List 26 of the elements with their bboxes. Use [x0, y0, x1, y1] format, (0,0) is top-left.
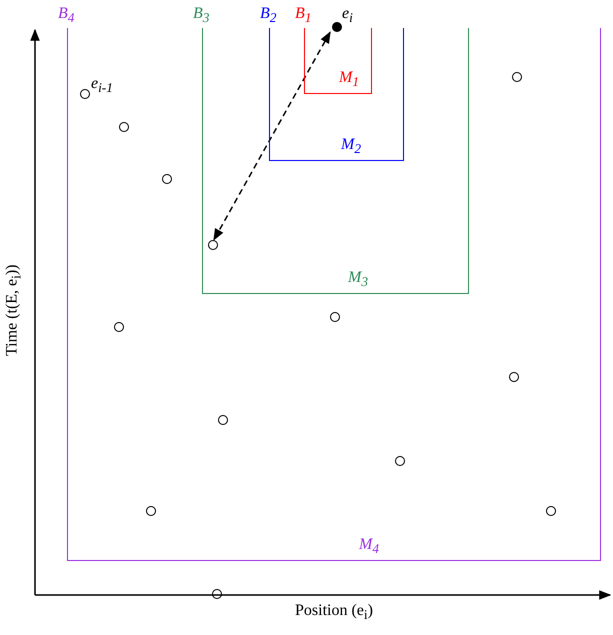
data-point [330, 312, 340, 322]
boundary-label: B$_{4}$ [58, 6, 74, 25]
filled-data-point [332, 22, 342, 32]
data-point [509, 372, 519, 382]
boundary-label: B$_{3}$ [193, 6, 210, 25]
data-point [395, 456, 405, 466]
data-point [512, 72, 522, 82]
boundary-label: M$_{2}$ [341, 137, 361, 156]
data-point [546, 506, 556, 516]
data-point [119, 122, 129, 132]
point-label: e$_{i}$ [342, 6, 353, 25]
boundary-label: M$_{1}$ [339, 70, 359, 89]
data-point [212, 589, 222, 599]
data-point [208, 240, 218, 250]
data-point [146, 506, 156, 516]
boundary-label: M$_{4}$ [359, 537, 379, 556]
boundary-label: B$_{1}$ [295, 6, 312, 25]
data-point [218, 415, 228, 425]
point-label: e$_{i-1}$ [91, 76, 113, 95]
data-point [80, 89, 90, 99]
data-point [114, 322, 124, 332]
boundary-label: B$_{2}$ [260, 6, 276, 25]
data-point [162, 174, 172, 184]
arrow [213, 31, 331, 241]
boundary-label: M$_{3}$ [348, 270, 368, 289]
axis-title: Position (e$_{i}$) [295, 602, 373, 622]
